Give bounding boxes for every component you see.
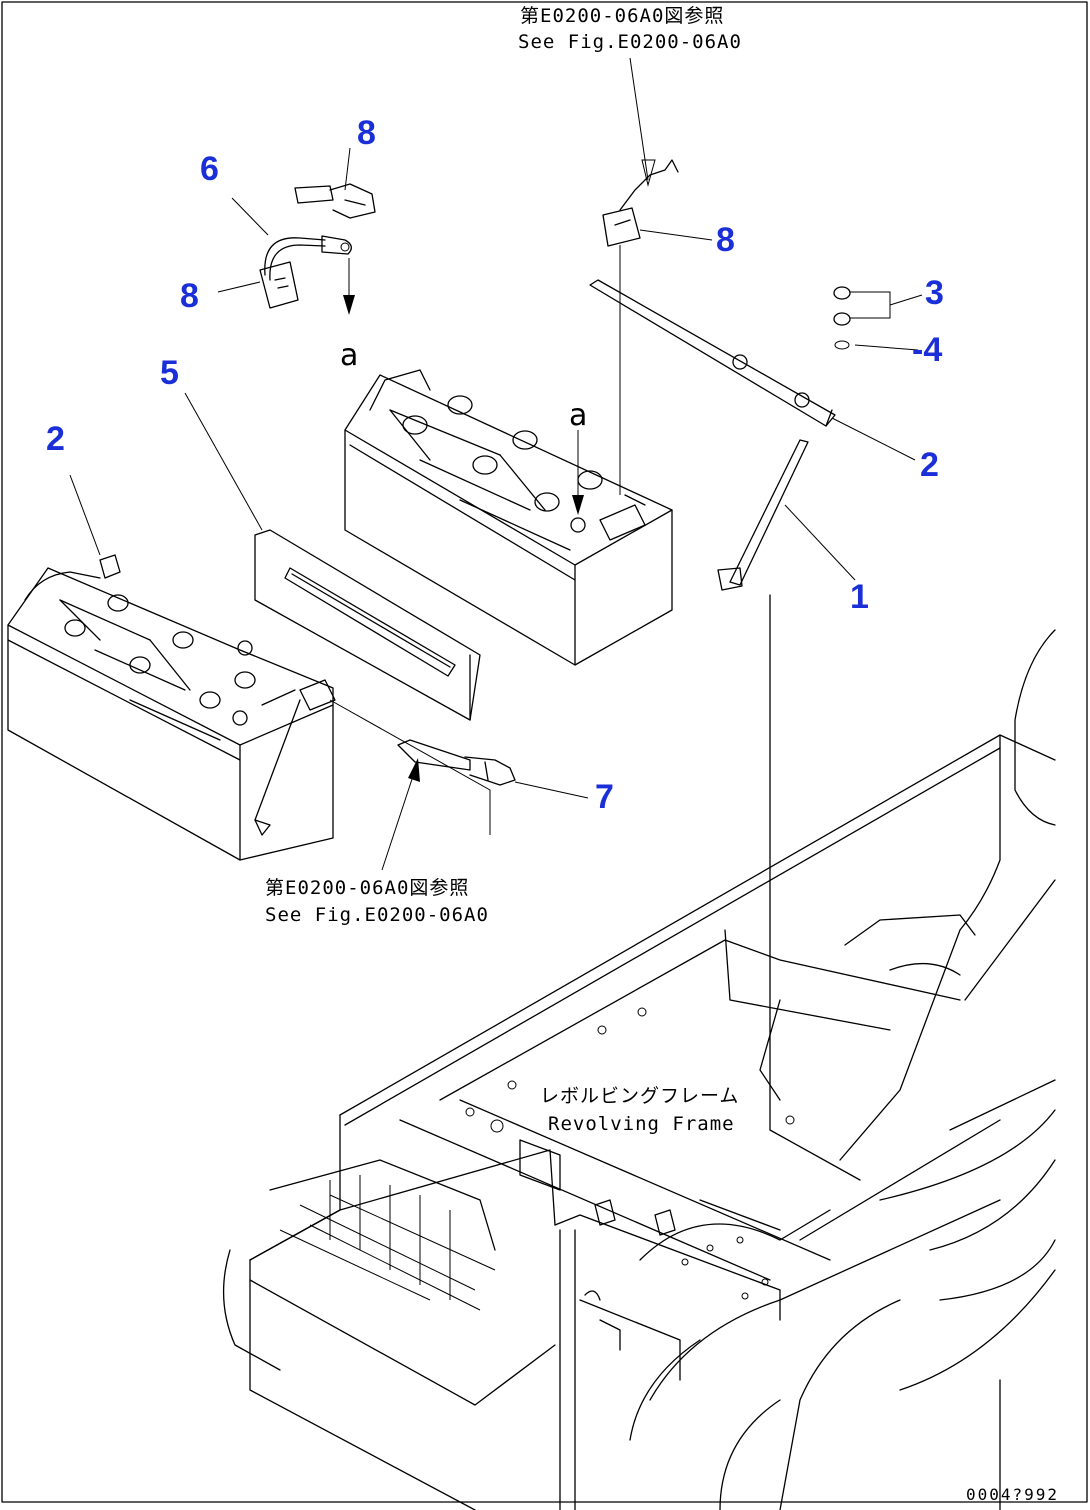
top-reference-en: See Fig.E0200-06A0 (518, 31, 742, 53)
top-reference-jp: 第E0200-06A0図参照 (520, 5, 724, 27)
terminal-8-top (294, 183, 376, 219)
battery-cover (254, 529, 481, 721)
connection-mark-a-battery: a (569, 398, 587, 433)
cable-7 (397, 739, 516, 786)
callout-8-top: 8 (357, 114, 376, 152)
callout-4: -4 (912, 331, 942, 369)
nuts-3 (833, 286, 851, 350)
callout-labels: 8 6 8 8 3 -4 5 2 2 1 7 (46, 114, 944, 816)
bottom-reference-jp: 第E0200-06A0図参照 (265, 877, 469, 899)
cable-6 (259, 235, 352, 309)
revolving-frame (222, 594, 1056, 1510)
battery-center (344, 369, 673, 666)
leader-lines (69, 57, 923, 871)
callout-2-left: 2 (46, 420, 65, 458)
callout-1: 1 (850, 578, 869, 616)
callout-8-left: 8 (180, 277, 199, 315)
frame-label-en: Revolving Frame (548, 1113, 735, 1135)
callout-5: 5 (160, 354, 179, 392)
frame-label-jp: レボルビングフレーム (540, 1085, 739, 1107)
battery-left (7, 554, 336, 861)
callout-8-right: 8 (716, 221, 735, 259)
bottom-reference-en: See Fig.E0200-06A0 (265, 904, 489, 926)
reference-notes: 第E0200-06A0図参照 See Fig.E0200-06A0 第E0200… (265, 5, 742, 1135)
terminal-8-right (602, 159, 679, 247)
figure-number: 0004?992 (966, 1485, 1059, 1504)
callout-2-right: 2 (920, 446, 939, 484)
callout-6: 6 (200, 150, 219, 188)
connection-mark-a-cable: a (340, 338, 358, 373)
rod-1 (717, 439, 809, 591)
callout-7: 7 (595, 778, 614, 816)
bracket-bar-2 (589, 279, 836, 427)
callout-3: 3 (925, 274, 944, 312)
